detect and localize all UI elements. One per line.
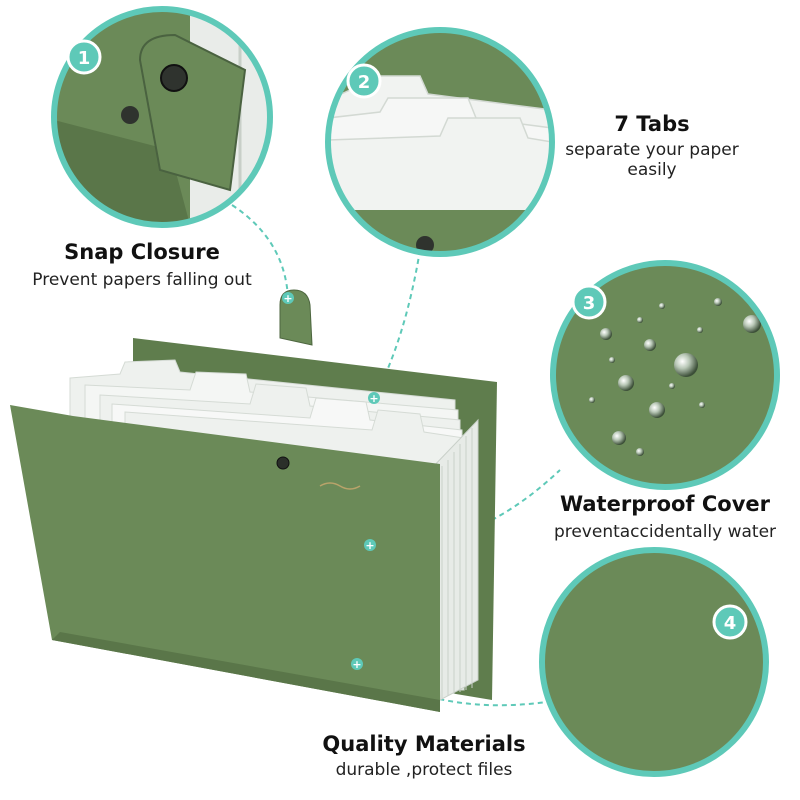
feature-circle-material: 4: [539, 547, 769, 777]
marker-snap: [282, 292, 294, 304]
badge-2-number: 2: [358, 72, 371, 93]
water-drop-icons: [589, 298, 761, 456]
feature-title-material: Quality Materials: [322, 732, 526, 756]
feature-subtitle-snap: Prevent papers falling out: [32, 270, 252, 290]
feature-subtitle-waterproof: preventaccidentally water: [553, 522, 777, 542]
snap-icon: [160, 64, 188, 92]
badge-4-number: 4: [724, 613, 737, 634]
feature-subtitle-tabs-line2: easily: [627, 160, 677, 180]
expanding-file-folder: [10, 289, 497, 712]
folder-front-cover: [10, 405, 440, 712]
badge-1-number: 1: [78, 48, 91, 69]
feature-circle-waterproof: 3: [550, 260, 780, 490]
material-swatch-icon: [542, 550, 766, 774]
marker-tabs: [368, 392, 380, 404]
feature-title-tabs: 7 Tabs: [614, 112, 690, 136]
marker-waterproof: [364, 539, 376, 551]
brand-logo-mark: [319, 482, 361, 490]
marker-waterproof-glyph: +: [365, 539, 374, 552]
connector-material: [356, 663, 561, 707]
feature-title-waterproof: Waterproof Cover: [559, 492, 771, 516]
feature-subtitle-material: durable ,protect files: [335, 760, 513, 780]
connector-snap: [231, 204, 289, 299]
marker-material-glyph: +: [352, 658, 361, 671]
front-cover-shade: [52, 632, 440, 712]
feature-circle-snap: 1: [51, 6, 273, 228]
snap-button: [276, 456, 290, 470]
feature-title-snap: Snap Closure: [64, 240, 220, 264]
marker-material: [351, 658, 363, 670]
feature-circle-tabs: 2: [325, 27, 555, 257]
feature-subtitle-tabs-line1: separate your paper: [565, 140, 739, 160]
badge-2: [346, 63, 382, 99]
badge-3: [571, 284, 607, 320]
marker-tabs-glyph: +: [369, 392, 378, 405]
hotspot-markers: + + + +: [282, 292, 380, 671]
badge-1: [66, 39, 102, 75]
badge-4: [712, 604, 748, 640]
marker-snap-glyph: +: [283, 292, 292, 305]
badge-3-number: 3: [583, 293, 596, 314]
